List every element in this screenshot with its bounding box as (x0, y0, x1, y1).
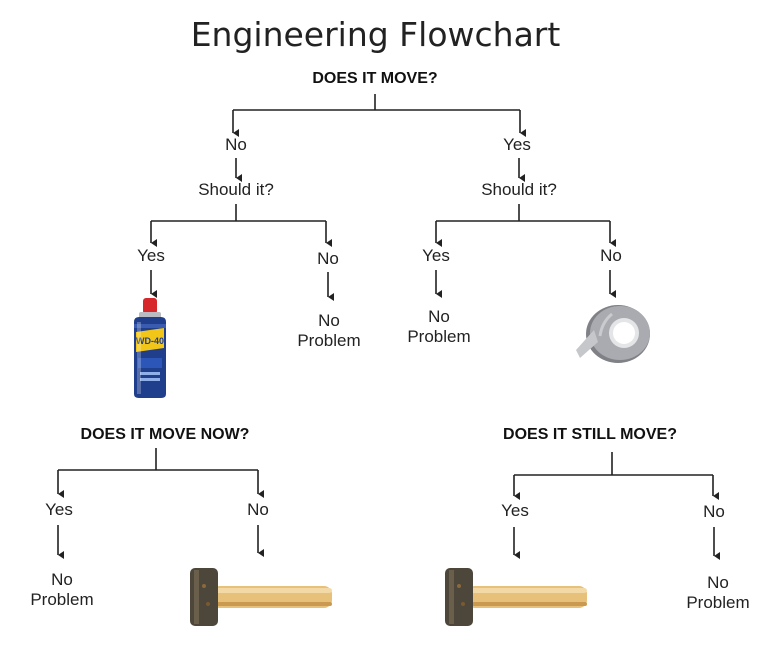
spray-can-image: WD-40 (134, 298, 166, 398)
left-no-problem-result: No Problem (279, 311, 379, 350)
right-no-problem-line2: Problem (407, 326, 471, 346)
move-now-no-problem-result: No Problem (30, 570, 94, 609)
right-no-problem-line1: No (428, 307, 450, 326)
question-does-it-move: DOES IT MOVE? (312, 70, 438, 87)
duct-tape-image (576, 305, 650, 363)
question-does-it-move-now: DOES IT MOVE NOW? (80, 426, 250, 443)
still-move-no-problem-result: No Problem (686, 573, 750, 612)
move-now-yes: Yes (45, 500, 73, 519)
spray-can-label-text: WD-40 (136, 336, 164, 346)
left-answer-no: No (225, 135, 247, 154)
right-no-problem-result: No Problem (389, 307, 489, 346)
page-title: Engineering Flowchart (190, 15, 561, 54)
left-should-no: No (317, 249, 339, 268)
move-now-no: No (247, 500, 269, 519)
hammer-image-right (445, 568, 587, 626)
left-should-yes: Yes (137, 246, 165, 265)
still-move-yes: Yes (501, 501, 529, 520)
left-should-it: Should it? (198, 180, 274, 199)
hammer-image-left (190, 568, 332, 626)
right-should-it: Should it? (481, 180, 557, 199)
question-does-it-still-move: DOES IT STILL MOVE? (503, 426, 677, 443)
left-no-problem-line1: No (318, 311, 340, 330)
right-answer-yes: Yes (503, 135, 531, 154)
right-should-yes: Yes (422, 246, 450, 265)
left-no-problem-line2: Problem (297, 330, 361, 350)
still-move-no: No (703, 502, 725, 521)
right-should-no: No (600, 246, 622, 265)
